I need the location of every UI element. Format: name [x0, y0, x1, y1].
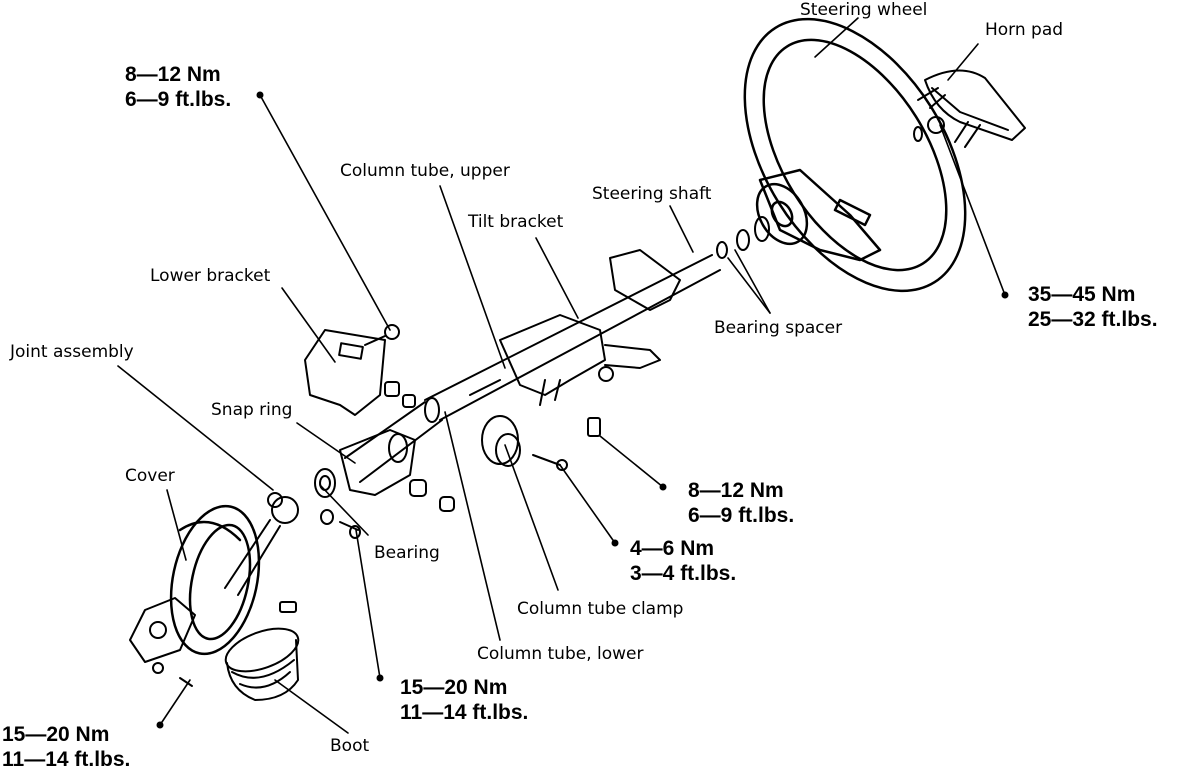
torque-top-bolt: 8—12 Nm 6—9 ft.lbs. [125, 62, 231, 112]
torque-cover-bolt: 15—20 Nm 11—14 ft.lbs. [2, 722, 130, 772]
label-lower-bracket: Lower bracket [150, 266, 271, 286]
column-tube-clamp-drawing [481, 415, 601, 471]
label-column-tube-lower: Column tube, lower [477, 644, 644, 664]
torque-cover-bolt-nm: 15—20 Nm [2, 723, 110, 746]
label-joint-assembly: Joint assembly [10, 342, 134, 362]
torque-tilt-bolt: 8—12 Nm 6—9 ft.lbs. [688, 478, 794, 528]
label-snap-ring: Snap ring [211, 400, 293, 420]
cover-drawing [169, 504, 261, 656]
column-tube-upper-drawing [424, 254, 721, 423]
torque-wheel-nut-ftlb: 25—32 ft.lbs. [1028, 308, 1158, 331]
torque-tilt-bolt-nm: 8—12 Nm [688, 479, 784, 502]
label-bearing: Bearing [374, 543, 440, 563]
label-boot: Boot [330, 736, 370, 756]
torque-cover-bolt-ftlb: 11—14 ft.lbs. [2, 748, 131, 771]
leader-dots [156, 91, 1009, 729]
horn-pad-drawing [913, 69, 1026, 148]
boot-drawing [224, 627, 300, 701]
joint-assembly-drawing [129, 492, 299, 687]
label-bearing-spacer: Bearing spacer [714, 318, 843, 338]
torque-wheel-nut: 35—45 Nm 25—32 ft.lbs. [1028, 282, 1158, 332]
label-column-tube-clamp: Column tube clamp [517, 599, 684, 619]
torque-wheel-nut-nm: 35—45 Nm [1028, 283, 1136, 306]
label-horn-pad: Horn pad [985, 20, 1064, 40]
torque-joint-bolt: 15—20 Nm 11—14 ft.lbs. [400, 675, 528, 725]
torque-joint-bolt-nm: 15—20 Nm [400, 676, 508, 699]
label-tilt-bracket: Tilt bracket [468, 212, 564, 232]
label-column-tube-upper: Column tube, upper [340, 161, 510, 181]
tilt-bracket-drawing [499, 249, 681, 406]
torque-clamp-bolt: 4—6 Nm 3—4 ft.lbs. [630, 536, 736, 586]
label-steering-shaft: Steering shaft [592, 184, 712, 204]
snap-ring-bearing-drawing [314, 468, 455, 539]
torque-joint-bolt-ftlb: 11—14 ft.lbs. [400, 701, 529, 724]
column-tube-lower-drawing [339, 401, 443, 496]
lower-bracket-drawing [304, 324, 416, 416]
torque-top-bolt-ftlb: 6—9 ft.lbs. [125, 88, 232, 111]
torque-clamp-bolt-ftlb: 3—4 ft.lbs. [630, 562, 737, 585]
bearing-spacer-drawing [716, 216, 770, 259]
torque-tilt-bolt-ftlb: 6—9 ft.lbs. [688, 504, 795, 527]
leader-lines [117, 17, 1006, 734]
label-steering-wheel: Steering wheel [800, 0, 928, 20]
torque-clamp-bolt-nm: 4—6 Nm [630, 537, 715, 560]
torque-top-bolt-nm: 8—12 Nm [125, 63, 221, 86]
label-cover: Cover [125, 466, 175, 486]
